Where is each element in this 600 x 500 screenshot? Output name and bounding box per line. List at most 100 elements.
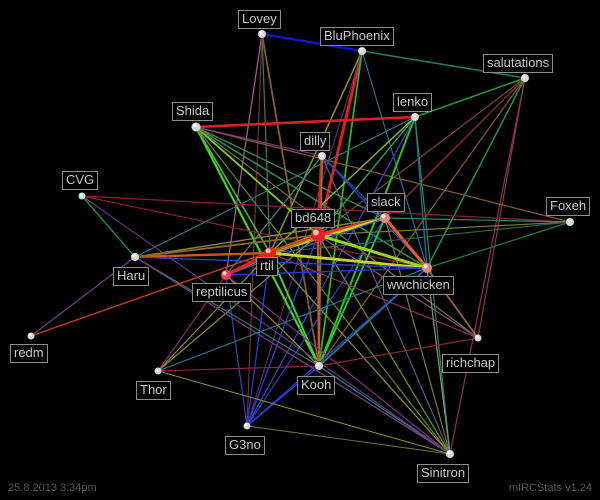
graph-edge [157,365,320,372]
graph-edge [134,217,386,258]
graph-edge [383,216,429,270]
node-highlight [28,333,32,337]
node-highlight [132,253,136,258]
graph-edge [246,217,386,427]
node-highlight [447,450,451,455]
graph-node[interactable] [521,74,529,82]
graph-edge [316,233,429,270]
graph-edge [195,126,428,269]
graph-node[interactable] [446,450,454,458]
node-label-redm[interactable]: redm [10,344,48,363]
graph-node[interactable] [474,334,482,342]
node-label-wwchicken[interactable]: wwchicken [383,276,454,295]
node-highlight [222,271,227,276]
graph-node[interactable] [380,213,390,223]
node-highlight [265,248,271,254]
node-highlight [412,113,416,118]
graph-edge [269,252,320,367]
graph-edge [157,370,451,455]
node-label-shida[interactable]: Shida [172,102,214,121]
node-label-foxeh[interactable]: Foxeh [546,197,591,216]
graph-edge [246,33,263,427]
graph-edge [318,116,416,367]
node-label-salutations[interactable]: salutations [483,54,554,73]
graph-edge [449,77,526,455]
graph-node[interactable] [358,47,366,55]
graph-node[interactable] [311,228,325,242]
node-label-haru[interactable]: Haru [113,267,150,286]
graph-edge [134,256,428,269]
graph-node[interactable] [243,422,251,430]
graph-edge [195,126,451,455]
node-label-richchap[interactable]: richchap [442,354,500,373]
node-label-bluphoenix[interactable]: BluPhoenix [320,27,394,46]
node-label-thor[interactable]: Thor [136,381,171,400]
node-label-sinitron[interactable]: Sinitron [417,464,470,483]
graph-edge [225,274,451,455]
graph-edge [414,77,526,118]
node-label-kooh[interactable]: Kooh [297,376,336,395]
graph-node[interactable] [154,367,162,375]
node-highlight [244,423,248,427]
graph-node[interactable] [422,263,432,273]
graph-edge [81,195,428,269]
graph-edge [269,116,416,254]
graph-edge [269,252,451,455]
graph-edge [426,267,451,455]
graph-edge [157,234,319,372]
node-label-bd648[interactable]: bd648 [291,209,336,228]
node-highlight [567,218,571,223]
node-highlight [423,264,428,269]
graph-node[interactable] [78,192,86,200]
graph-node[interactable] [318,152,326,160]
graph-node[interactable] [566,218,574,226]
graph-edge [134,116,416,258]
node-highlight [475,335,479,339]
graph-edge [225,155,323,276]
graph-edge [195,126,386,219]
graph-edge [195,126,571,223]
graph-edge [134,234,319,258]
graph-node[interactable] [315,362,323,370]
node-highlight [316,362,320,367]
graph-edge [260,32,364,53]
node-label-lovey[interactable]: Lovey [238,10,281,29]
graph-edge [384,217,571,223]
graph-edge [318,77,526,367]
graph-edge [225,33,263,276]
graph-edge [133,251,272,259]
graph-edge [426,221,571,269]
node-label-lenko[interactable]: lenko [393,93,433,112]
graph-node[interactable] [27,332,35,340]
node-label-g3no[interactable]: G3no [225,436,265,455]
node-layer [27,30,574,458]
graph-edge [317,77,526,236]
node-label-slack[interactable]: slack [367,193,405,212]
graph-edge [134,256,451,455]
graph-node[interactable] [131,253,139,261]
graph-node[interactable] [411,113,419,121]
graph-edge [246,425,451,455]
graph-edge [195,126,271,254]
node-label-reptilicus[interactable]: reptilicus [192,283,252,302]
graph-edge [361,50,428,269]
node-highlight [522,74,526,79]
graph-node[interactable] [221,270,231,280]
graph-edge [426,77,526,269]
graph-edge [317,221,571,236]
graph-edge [268,251,429,270]
graph-edge [81,195,451,455]
graph-node[interactable] [258,30,266,38]
node-highlight [312,229,319,236]
timestamp-text: 25.8.2013 3:34pm [8,482,97,494]
node-label-rtil[interactable]: rtil [256,257,278,276]
node-highlight [192,123,197,128]
node-label-cvg[interactable]: CVG [62,171,99,190]
graph-node[interactable] [191,122,201,132]
node-label-dilly[interactable]: dilly [300,132,331,151]
graph-edge [316,49,364,237]
node-highlight [155,368,159,372]
graph-edge [261,33,320,367]
